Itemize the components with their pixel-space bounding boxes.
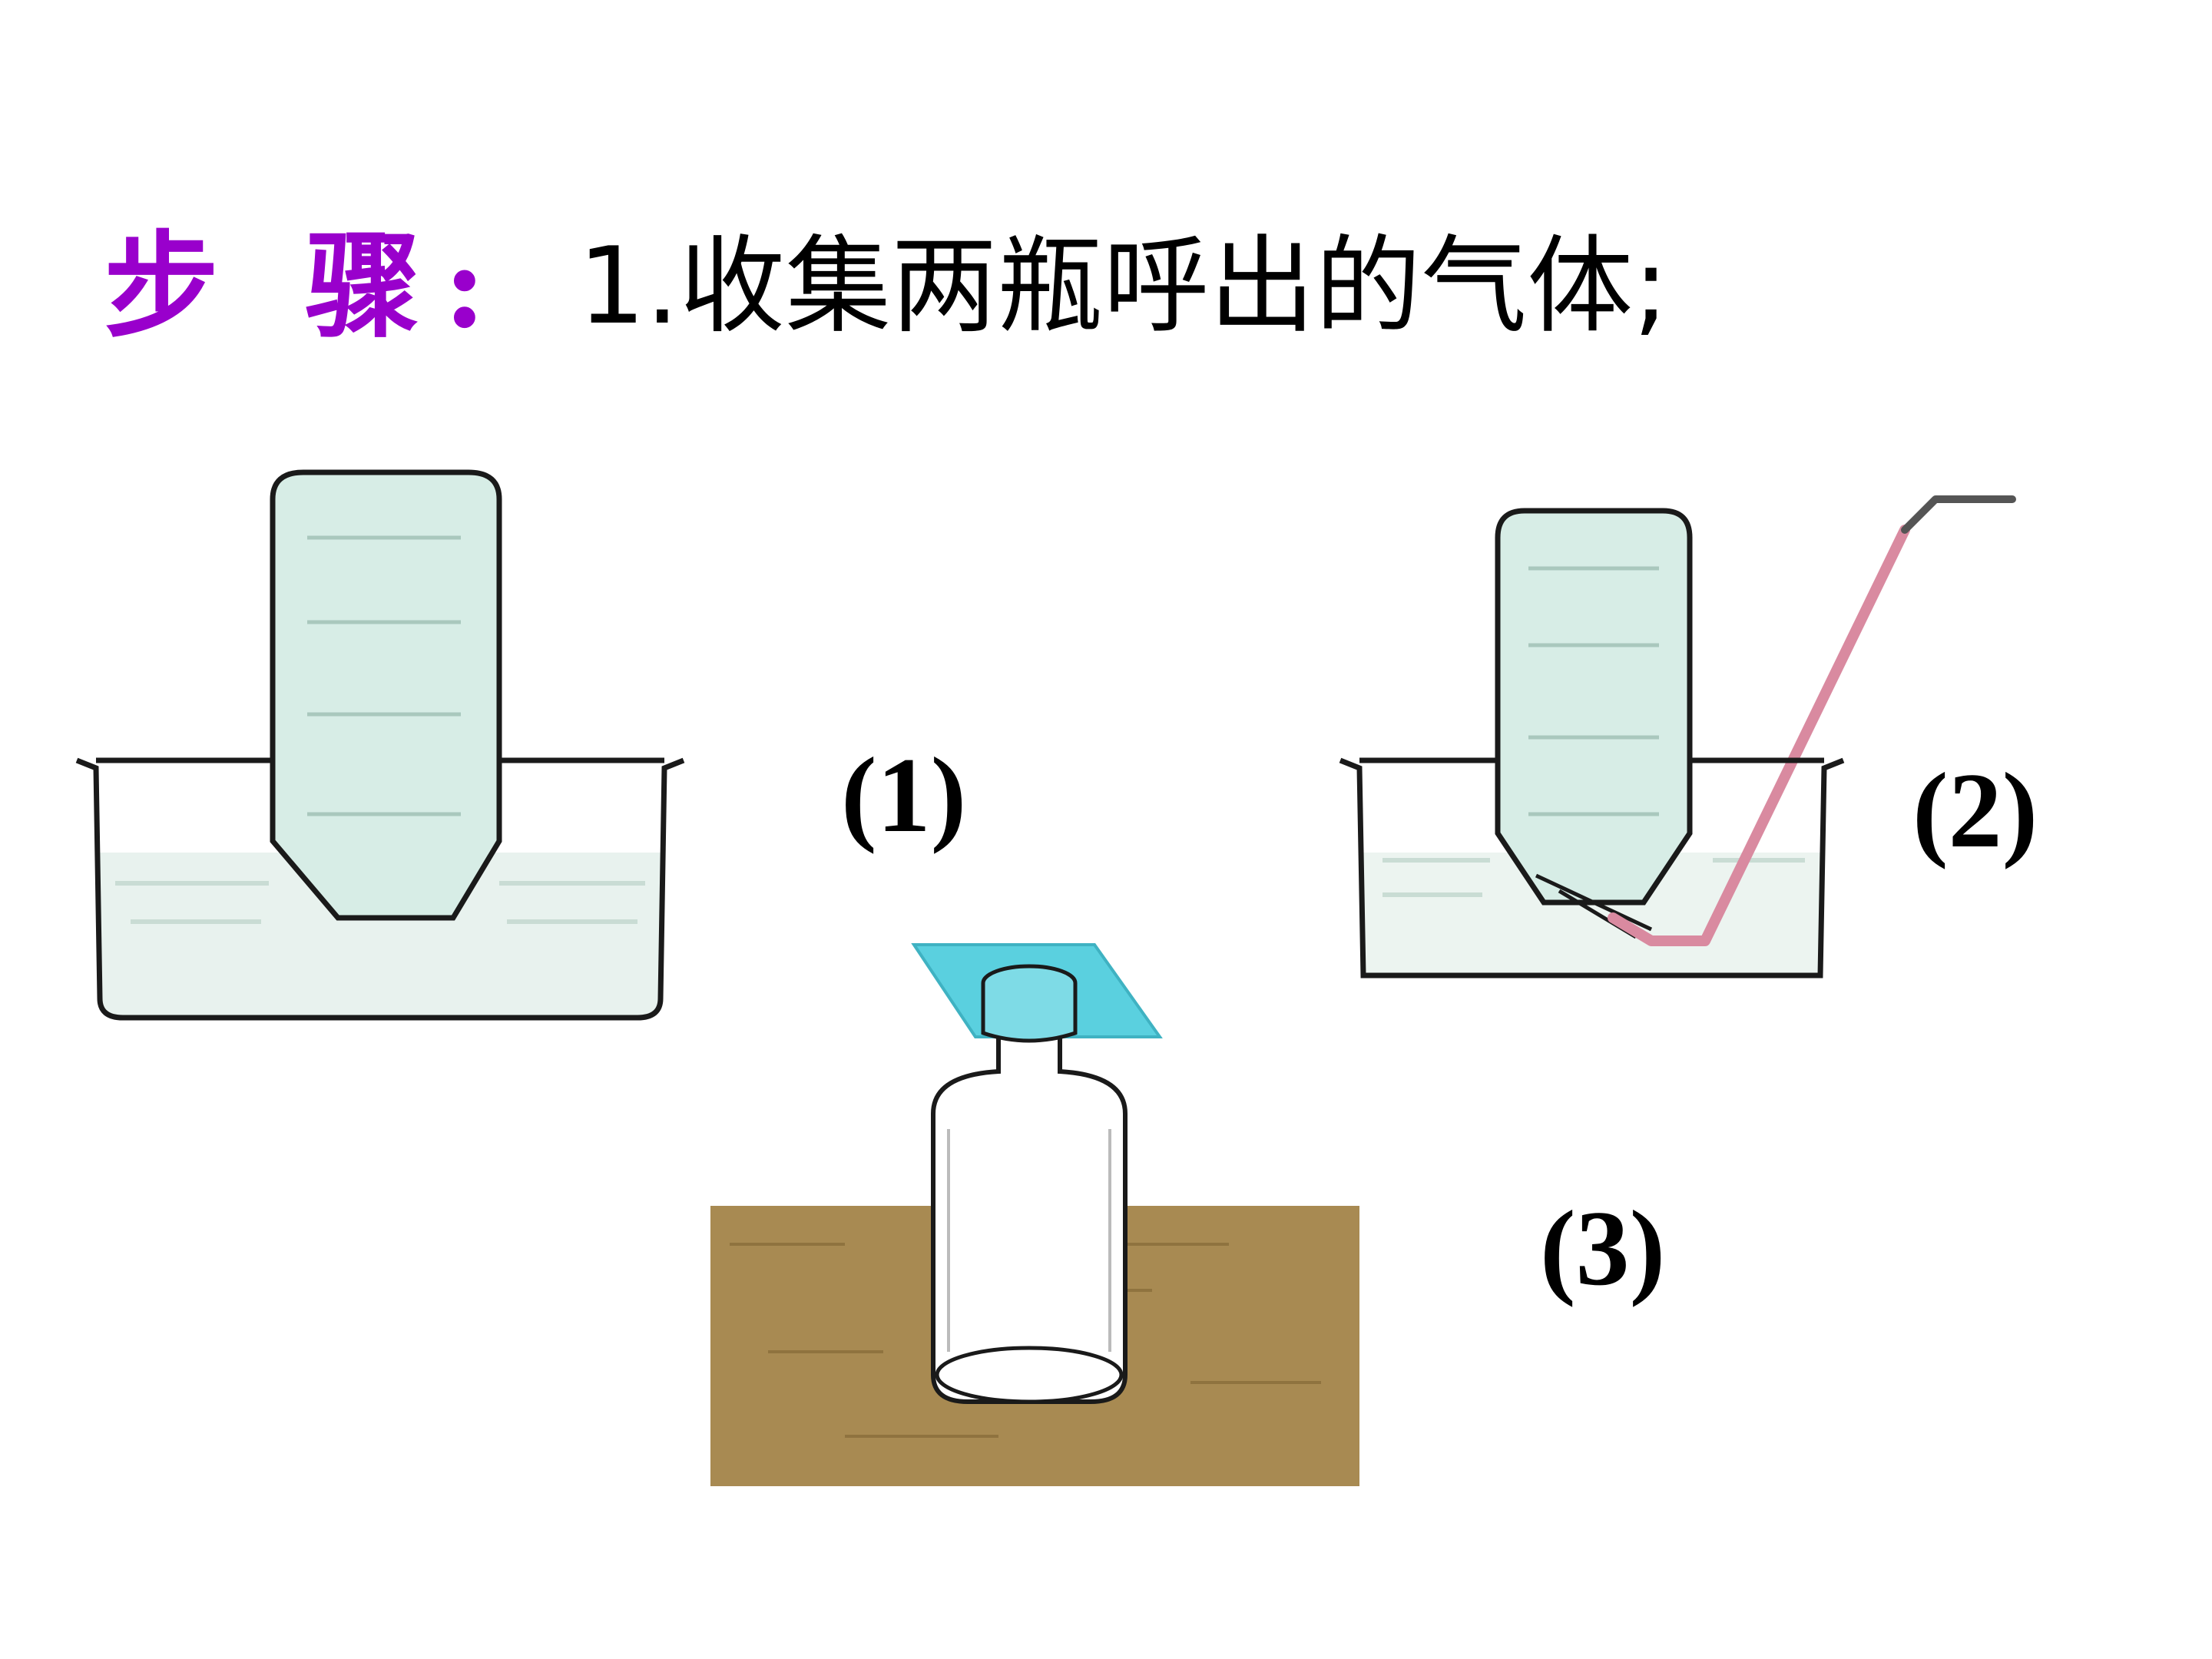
- trough-2-water-lines: [1382, 858, 1805, 897]
- figure-2: [1339, 495, 2016, 979]
- bottle-3-neck: [981, 983, 1078, 1043]
- bottle-3-highlights: [947, 1129, 1111, 1352]
- figure-label-1: (1): [841, 736, 967, 855]
- trough-2: [1339, 757, 1845, 979]
- straw: [1608, 525, 1910, 946]
- bottle-1-lines: [307, 535, 461, 816]
- step-text: 1.收集两瓶呼出的气体;: [578, 224, 1669, 348]
- bottle-3-base: [935, 1346, 1124, 1404]
- trough-1-water-lines: [115, 881, 645, 924]
- title-row: 步 骤: 1.收集两瓶呼出的气体;: [104, 192, 1669, 361]
- step-label: 步 骤:: [104, 218, 509, 354]
- figure-3: [710, 943, 1359, 1486]
- bottle-2: [1495, 508, 1693, 906]
- bottle-3: [931, 1027, 1128, 1404]
- straw-bend: [1901, 495, 2016, 534]
- bottle-2-lines: [1528, 566, 1659, 816]
- trough-1-water: [100, 853, 661, 1018]
- figure-1: [75, 469, 685, 1021]
- trough-1: [75, 757, 685, 1021]
- figure-label-3: (3): [1540, 1189, 1666, 1308]
- figure-label-2: (2): [1912, 751, 2038, 870]
- bottle-1: [270, 469, 502, 921]
